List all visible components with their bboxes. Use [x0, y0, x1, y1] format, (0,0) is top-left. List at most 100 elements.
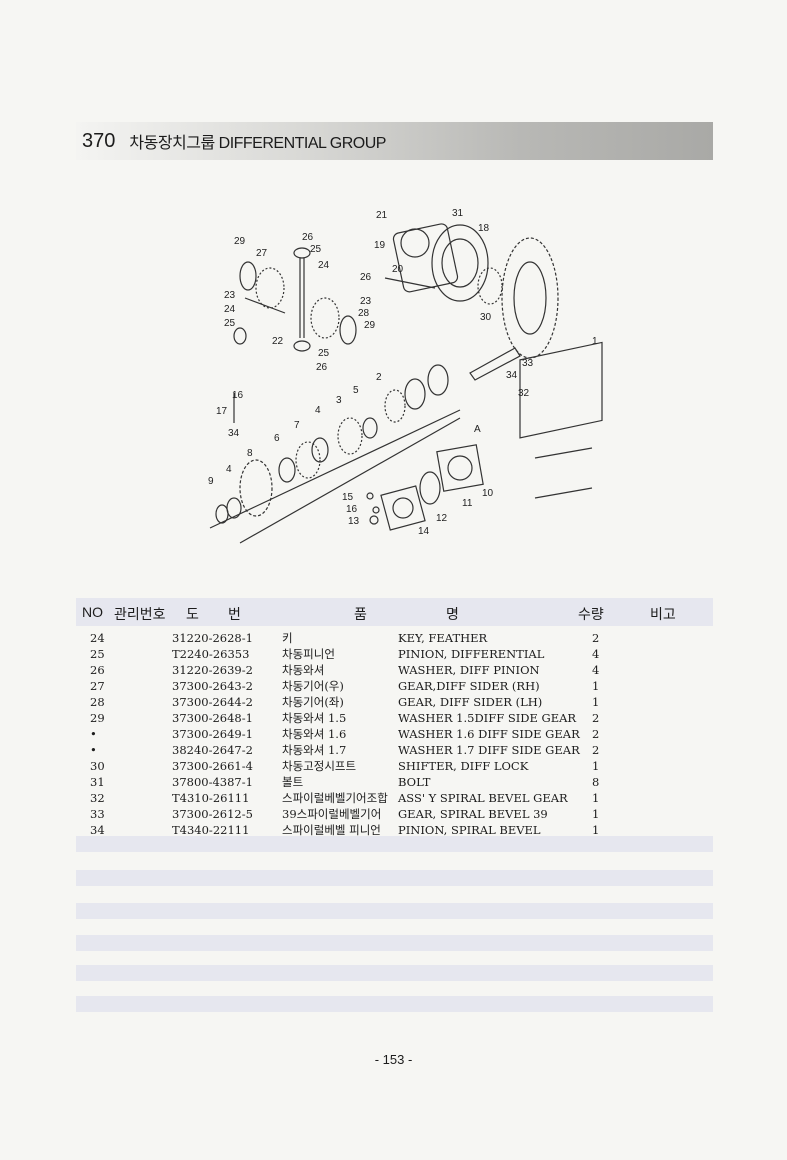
- callout-9: 9: [208, 476, 214, 487]
- callout-16: 16: [346, 504, 358, 515]
- row-qty: 2: [592, 743, 600, 757]
- row-name-en: GEAR,DIFF SIDER (RH): [398, 679, 540, 693]
- row-qty: 1: [592, 791, 600, 805]
- callout-32: 32: [518, 388, 530, 399]
- row-part-no: 37300-2648-1: [172, 711, 253, 725]
- callout-24b: 24: [318, 260, 330, 271]
- callout-23b: 23: [360, 296, 372, 307]
- row-name-en: WASHER, DIFF PINION: [398, 663, 540, 677]
- callout-24: 24: [224, 304, 236, 315]
- callout-18: 18: [478, 223, 490, 234]
- row-no: 24: [90, 631, 105, 645]
- row-name-en: GEAR, SPIRAL BEVEL 39: [398, 807, 548, 821]
- callout-3: 3: [336, 395, 342, 406]
- row-part-no: T4340-22111: [172, 823, 250, 837]
- row-qty: 1: [592, 679, 600, 693]
- section-title: 차동장치그룹 DIFFERENTIAL GROUP: [129, 135, 386, 152]
- row-name-kr: 차동기어(우): [282, 679, 344, 693]
- callout-25b: 25: [310, 244, 322, 255]
- row-no: 25: [90, 647, 105, 661]
- table-row: • 38240-2647-2 차동와셔 1.7 WASHER 1.7 DIFF SID…: [76, 742, 713, 758]
- callout-29b: 29: [364, 320, 376, 331]
- row-part-no: 31220-2639-2: [172, 663, 253, 677]
- section-title-bar: 370 차동장치그룹 DIFFERENTIAL GROUP: [76, 122, 713, 160]
- row-name-en: WASHER 1.7 DIFF SIDE GEAR: [398, 743, 580, 757]
- row-part-no: 38240-2647-2: [172, 743, 253, 757]
- callout-26c: 26: [316, 362, 328, 373]
- row-no: 27: [90, 679, 105, 693]
- row-name-kr: 볼트: [282, 775, 304, 789]
- callout-21: 21: [376, 210, 388, 221]
- row-qty: 4: [592, 647, 600, 661]
- row-no: 31: [90, 775, 105, 789]
- header-drawing-2: 번: [228, 606, 241, 622]
- header-name-2: 명: [446, 606, 459, 622]
- row-part-no: T4310-26111: [172, 791, 250, 805]
- row-name-kr: 차동와셔 1.5: [282, 711, 347, 725]
- row-qty: 1: [592, 807, 600, 821]
- row-name-kr: 차동와셔 1.7: [282, 743, 347, 757]
- callout-14: 14: [418, 526, 430, 537]
- callout-2: 2: [376, 372, 382, 383]
- page-number: - 153 -: [374, 1052, 413, 1067]
- row-name-kr: 차동와셔 1.6: [282, 727, 347, 741]
- row-qty: 1: [592, 823, 600, 837]
- header-name-1: 품: [354, 606, 367, 622]
- callout-10: 10: [482, 488, 494, 499]
- callout-34: 34: [506, 370, 518, 381]
- callout-1: 1: [592, 336, 598, 347]
- callout-8: 8: [247, 448, 253, 459]
- row-qty: 1: [592, 759, 600, 773]
- row-part-no: 37300-2644-2: [172, 695, 253, 709]
- callout-25c: 25: [318, 348, 330, 359]
- row-name-en: KEY, FEATHER: [398, 631, 488, 645]
- empty-row-stripe: [76, 870, 713, 886]
- header-qty: 수량: [578, 606, 604, 622]
- row-no: 33: [90, 807, 105, 821]
- row-name-en: ASS' Y SPIRAL BEVEL GEAR: [398, 791, 568, 805]
- callout-26: 26: [302, 232, 314, 243]
- header-no: NO: [82, 604, 103, 620]
- callout-5: 5: [353, 385, 359, 396]
- row-name-kr: 39스파이럴베벨기어: [282, 807, 382, 821]
- callout-30: 30: [480, 312, 492, 323]
- callout-27: 27: [256, 248, 268, 259]
- callout-23: 23: [224, 290, 236, 301]
- row-name-en: BOLT: [398, 775, 431, 789]
- row-name-en: SHIFTER, DIFF LOCK: [398, 759, 529, 773]
- row-no: 30: [90, 759, 105, 773]
- row-no: 32: [90, 791, 105, 805]
- callout-33: 33: [522, 358, 534, 369]
- empty-row-stripe: [76, 996, 713, 1012]
- row-name-en: WASHER 1.6 DIFF SIDE GEAR: [398, 727, 580, 741]
- row-qty: 2: [592, 631, 600, 645]
- row-no: •: [90, 743, 97, 757]
- row-part-no: 37300-2649-1: [172, 727, 253, 741]
- row-qty: 2: [592, 727, 600, 741]
- callout-26b: 26: [360, 272, 372, 283]
- callout-22: 22: [272, 336, 284, 347]
- table-header: NO 관리번호 도 번 품 명 수량 비고: [76, 598, 713, 626]
- row-part-no: T2240-26353: [172, 647, 250, 661]
- row-name-kr: 키: [282, 631, 293, 645]
- callout-29: 29: [234, 236, 246, 247]
- header-drawing-1: 도: [186, 606, 199, 622]
- callout-20: 20: [392, 264, 404, 275]
- row-name-en: PINION, DIFFERENTIAL: [398, 647, 545, 661]
- row-name-kr: 스파이럴베벨 피니언: [282, 823, 381, 837]
- section-number: 370: [82, 129, 116, 152]
- callout-17: 17: [216, 406, 228, 417]
- row-name-en: GEAR, DIFF SIDER (LH): [398, 695, 543, 709]
- row-qty: 4: [592, 663, 600, 677]
